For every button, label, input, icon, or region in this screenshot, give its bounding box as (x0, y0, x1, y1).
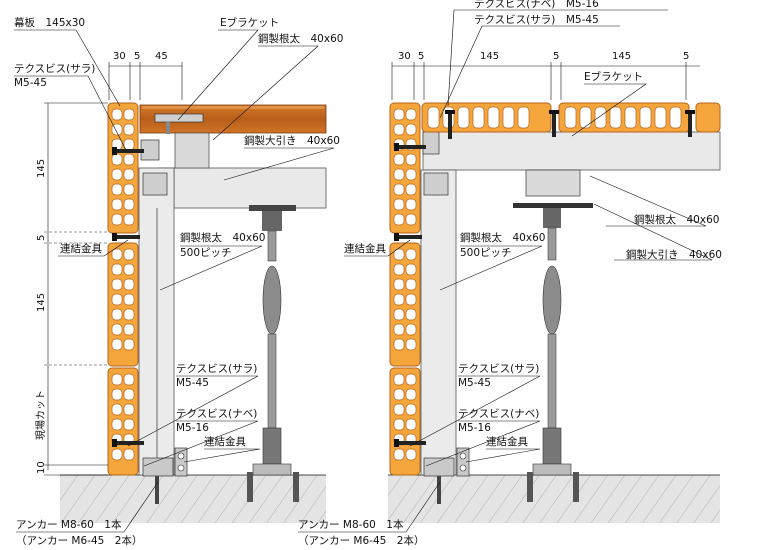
left-label-screw-sara-size: M5-45 (14, 77, 47, 89)
right-label-screw-sara-2-size: M5-45 (458, 377, 491, 389)
left-e-bracket (154, 113, 204, 134)
right-mid-connector (423, 172, 449, 196)
right-label-joist-pitch: 500ピッチ (460, 247, 512, 259)
right-label-joist: 鋼製根太 40x60 (634, 213, 719, 226)
left-label-joist-top: 鋼製根太 40x60 (258, 32, 343, 45)
left-mid-connector (142, 172, 168, 196)
left-dim-v-5: 5 (36, 235, 47, 241)
left-label-screw-sara: テクスビス(サラ) (14, 63, 95, 75)
left-section: 30 5 45 145 5 145 10 現場カット (14, 16, 343, 547)
left-label-board: 幕板 145x30 (14, 16, 85, 29)
left-dim-v-10: 10 (36, 461, 47, 474)
left-label-screw-sara-2-size: M5-45 (176, 377, 209, 389)
left-dim-45: 45 (155, 51, 168, 62)
left-fascia-boards (107, 102, 139, 476)
left-anchor-bolt (155, 476, 159, 504)
left-support-post (247, 205, 299, 502)
right-label-bracket: Eブラケット (584, 70, 643, 83)
right-dimensions: 30 5 145 5 145 5 (391, 51, 700, 100)
right-e-bracket-lower (513, 169, 593, 208)
right-label-screw-nabe-top: テクスビス(ナベ) M5-16 (474, 0, 599, 10)
right-dim-5a: 5 (418, 51, 424, 62)
left-label-anchor-1: アンカー M8-60 1本 (16, 518, 122, 531)
right-label-screw-nabe-size: M5-16 (458, 422, 491, 434)
left-steel-beam (156, 167, 327, 209)
left-bottom-connector (142, 447, 188, 504)
left-dim-30: 30 (113, 51, 126, 62)
left-label-bracket: Eブラケット (220, 16, 279, 29)
left-dim-5: 5 (134, 51, 140, 62)
left-dim-v-145b: 145 (36, 293, 47, 312)
left-label-anchor-2: （アンカー M6-45 2本） (16, 534, 143, 547)
left-label-connector-1: 連結金具 (60, 242, 102, 255)
right-dim-145a: 145 (480, 51, 499, 62)
right-dim-145b: 145 (612, 51, 631, 62)
right-label-connector-2: 連結金具 (486, 435, 528, 448)
right-dim-30: 30 (398, 51, 411, 62)
right-label-anchor-1: アンカー M8-60 1本 (298, 518, 404, 531)
right-dim-5c: 5 (683, 51, 689, 62)
right-section: 30 5 145 5 145 5 テクスビス(ナベ) M5-16 テクスビス(サ… (298, 0, 722, 547)
left-steel-joist-vertical (138, 167, 175, 476)
right-bottom-connector (423, 447, 470, 504)
right-label-screw-sara-2: テクスビス(サラ) (458, 363, 539, 375)
left-label-joist-mid: 鋼製根太 40x60 (180, 231, 265, 244)
right-label-beam: 鋼製大引き 40x60 (626, 248, 722, 261)
right-label-screw-nabe: テクスビス(ナベ) (458, 408, 539, 420)
left-label-beam: 鋼製大引き 40x60 (244, 134, 340, 147)
right-steel-joist-vertical (420, 169, 457, 476)
left-dimensions: 30 5 45 145 5 145 10 現場カット (34, 51, 183, 476)
left-leaders (14, 29, 335, 533)
right-label-connector-1: 連結金具 (344, 242, 386, 255)
right-top-connector (422, 131, 440, 155)
left-dim-v-145a: 145 (36, 159, 47, 178)
right-leaders (298, 9, 713, 533)
left-label-screw-nabe-size: M5-16 (176, 422, 209, 434)
right-fascia-boards (389, 102, 421, 476)
left-label-screw-nabe: テクスビス(ナベ) (176, 408, 257, 420)
right-deck-boards (421, 102, 721, 133)
left-label-screw-sara-2: テクスビス(サラ) (176, 363, 257, 375)
right-fascia-screws (394, 110, 695, 447)
right-label-anchor-2: （アンカー M6-45 2本） (298, 534, 425, 547)
right-dim-5b: 5 (553, 51, 559, 62)
left-label-joist-pitch: 500ピッチ (180, 247, 232, 259)
right-label-screw-sara-top: テクスビス(サラ) M5-45 (474, 14, 599, 26)
right-anchor-bolt (437, 476, 441, 504)
left-steel-bracket-block (174, 132, 210, 169)
left-label-connector-2: 連結金具 (204, 435, 246, 448)
left-fascia-screws (112, 147, 144, 447)
right-steel-beam (422, 131, 721, 171)
right-support-post (527, 208, 579, 502)
right-label-joist-mid: 鋼製根太 40x60 (460, 231, 545, 244)
left-side-label: 現場カット (34, 390, 47, 440)
